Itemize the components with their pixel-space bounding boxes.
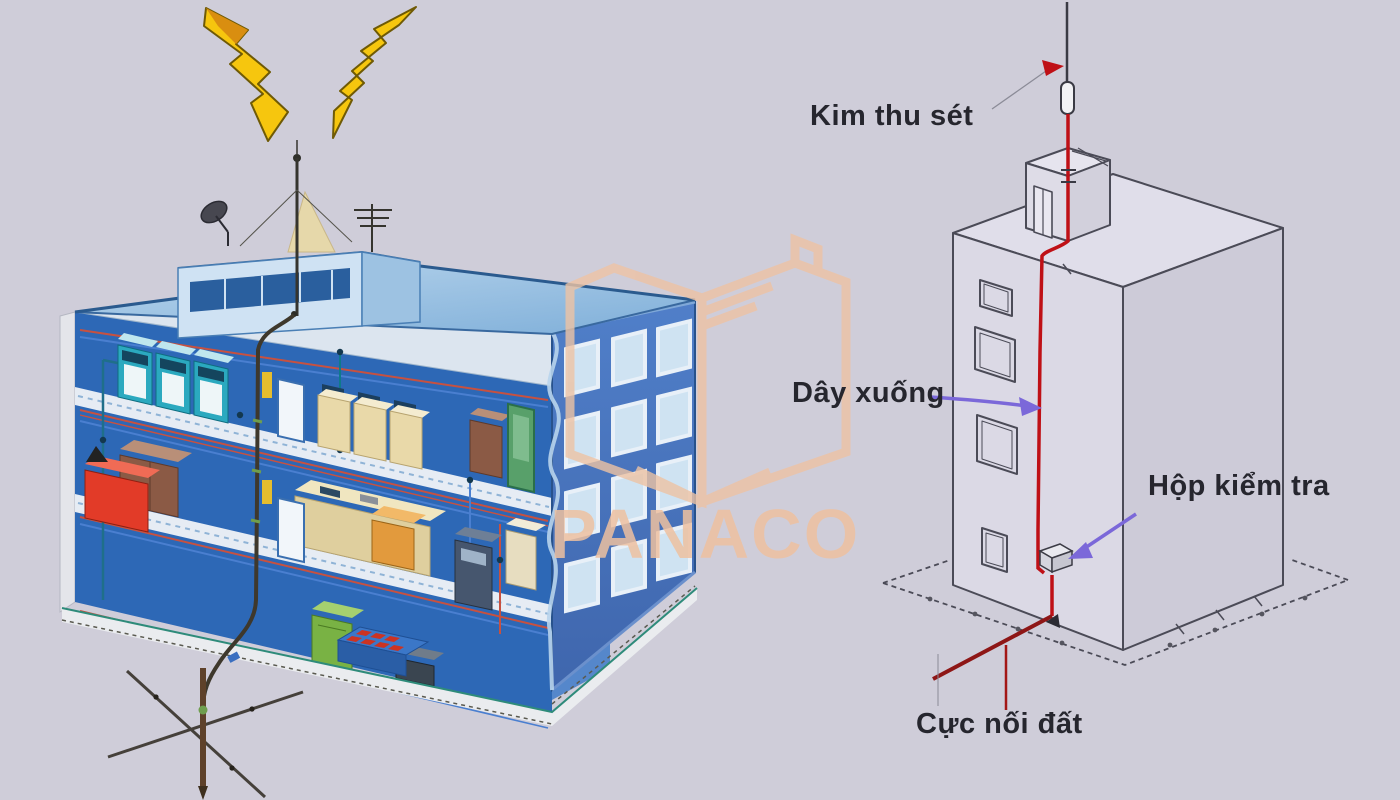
tv-antenna-icon bbox=[354, 204, 392, 252]
label-air-terminal: Kim thu sét bbox=[810, 100, 974, 132]
schematic-windows bbox=[974, 279, 1018, 573]
satellite-dish-icon bbox=[200, 200, 229, 246]
equipment-server-racks bbox=[117, 333, 234, 424]
door-top-floor bbox=[277, 377, 305, 444]
equipment-machine-cream bbox=[505, 518, 546, 591]
down-conductor-arrow bbox=[929, 395, 1042, 416]
door-middle-floor bbox=[277, 496, 305, 564]
down-conductor-red bbox=[1036, 114, 1076, 616]
equipment-top-right bbox=[469, 402, 535, 494]
ground-conductors-red bbox=[932, 614, 1060, 710]
wall-box-yellow-2 bbox=[262, 480, 272, 504]
wall-dimension-ticks bbox=[1062, 263, 1263, 635]
equipment-box-orange bbox=[371, 506, 426, 571]
air-terminal-leader bbox=[991, 60, 1064, 110]
cutaway-wavy-edge bbox=[546, 330, 561, 691]
lightning-bolt-icons bbox=[203, 6, 417, 142]
label-test-box: Hộp kiểm tra bbox=[1148, 470, 1330, 502]
ground-slab bbox=[61, 585, 698, 726]
equipment-battery-bank bbox=[336, 626, 430, 677]
test-box bbox=[1038, 543, 1074, 574]
lightning-rod-mast bbox=[239, 140, 353, 316]
down-conductor-cable bbox=[201, 311, 297, 709]
label-ground-electrode: Cực nối đất bbox=[916, 708, 1083, 740]
watermark-text: PANACO bbox=[550, 495, 861, 573]
test-box-arrow bbox=[1068, 512, 1137, 559]
rooftop-penthouse bbox=[177, 190, 421, 339]
ground-outline-ticks bbox=[927, 595, 1308, 648]
ground-outline-dashed bbox=[882, 559, 1349, 666]
equipment-office-desks bbox=[317, 384, 430, 470]
building-right-face bbox=[546, 300, 696, 693]
equipment-server-navy bbox=[454, 527, 502, 611]
equipment-unit-red bbox=[84, 446, 160, 533]
wall-box-yellow-1 bbox=[262, 372, 272, 398]
ground-star-electrode bbox=[107, 668, 304, 800]
label-down-conductor: Dây xuống bbox=[792, 377, 945, 409]
